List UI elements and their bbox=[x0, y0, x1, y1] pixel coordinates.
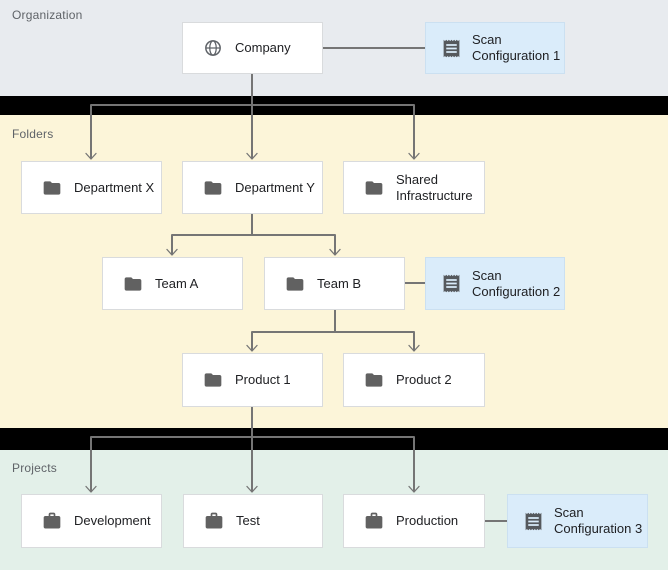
node-development: Development bbox=[21, 494, 162, 548]
briefcase-icon bbox=[364, 511, 384, 531]
node-team-b: Team B bbox=[264, 257, 405, 310]
node-scan-configuration-3: Scan Configuration 3 bbox=[507, 494, 648, 548]
organization-label: Organization bbox=[12, 8, 83, 22]
node-label: Scan Configuration 1 bbox=[472, 32, 561, 63]
node-test: Test bbox=[183, 494, 323, 548]
node-product-2: Product 2 bbox=[343, 353, 485, 407]
node-label: Test bbox=[236, 513, 260, 528]
folder-icon bbox=[285, 274, 305, 294]
folder-icon bbox=[123, 274, 143, 294]
briefcase-icon bbox=[204, 511, 224, 531]
node-team-a: Team A bbox=[102, 257, 243, 310]
globe-icon bbox=[203, 38, 223, 58]
receipt-icon bbox=[441, 38, 462, 59]
receipt-icon bbox=[441, 273, 462, 294]
folder-icon bbox=[364, 370, 384, 390]
node-company: Company bbox=[182, 22, 323, 74]
node-label: Development bbox=[74, 513, 151, 528]
receipt-icon bbox=[523, 511, 544, 532]
node-label: Product 2 bbox=[396, 372, 452, 387]
folder-icon bbox=[364, 178, 384, 198]
node-label: Product 1 bbox=[235, 372, 291, 387]
divider-bar-bottom bbox=[0, 428, 668, 450]
node-label: Team A bbox=[155, 275, 199, 291]
folder-icon bbox=[203, 370, 223, 390]
node-scan-configuration-1: Scan Configuration 1 bbox=[425, 22, 565, 74]
node-label: Team B bbox=[317, 275, 362, 291]
node-label: Company bbox=[235, 40, 291, 55]
node-department-x: Department X bbox=[21, 161, 162, 214]
node-label: Production bbox=[396, 513, 459, 528]
node-product-1: Product 1 bbox=[182, 353, 323, 407]
node-label: Department Y bbox=[235, 179, 315, 195]
node-label: Scan Configuration 2 bbox=[472, 267, 561, 299]
folder-icon bbox=[203, 178, 223, 198]
folders-label: Folders bbox=[12, 127, 54, 141]
node-department-y: Department Y bbox=[182, 161, 323, 214]
briefcase-icon bbox=[42, 511, 62, 531]
node-production: Production bbox=[343, 494, 485, 548]
node-label: Scan Configuration 3 bbox=[554, 505, 643, 536]
node-label: Shared Infrastructure bbox=[396, 171, 473, 203]
node-scan-configuration-2: Scan Configuration 2 bbox=[425, 257, 565, 310]
projects-label: Projects bbox=[12, 461, 57, 475]
node-label: Department X bbox=[74, 179, 155, 195]
folder-icon bbox=[42, 178, 62, 198]
node-shared-infrastructure: Shared Infrastructure bbox=[343, 161, 485, 214]
